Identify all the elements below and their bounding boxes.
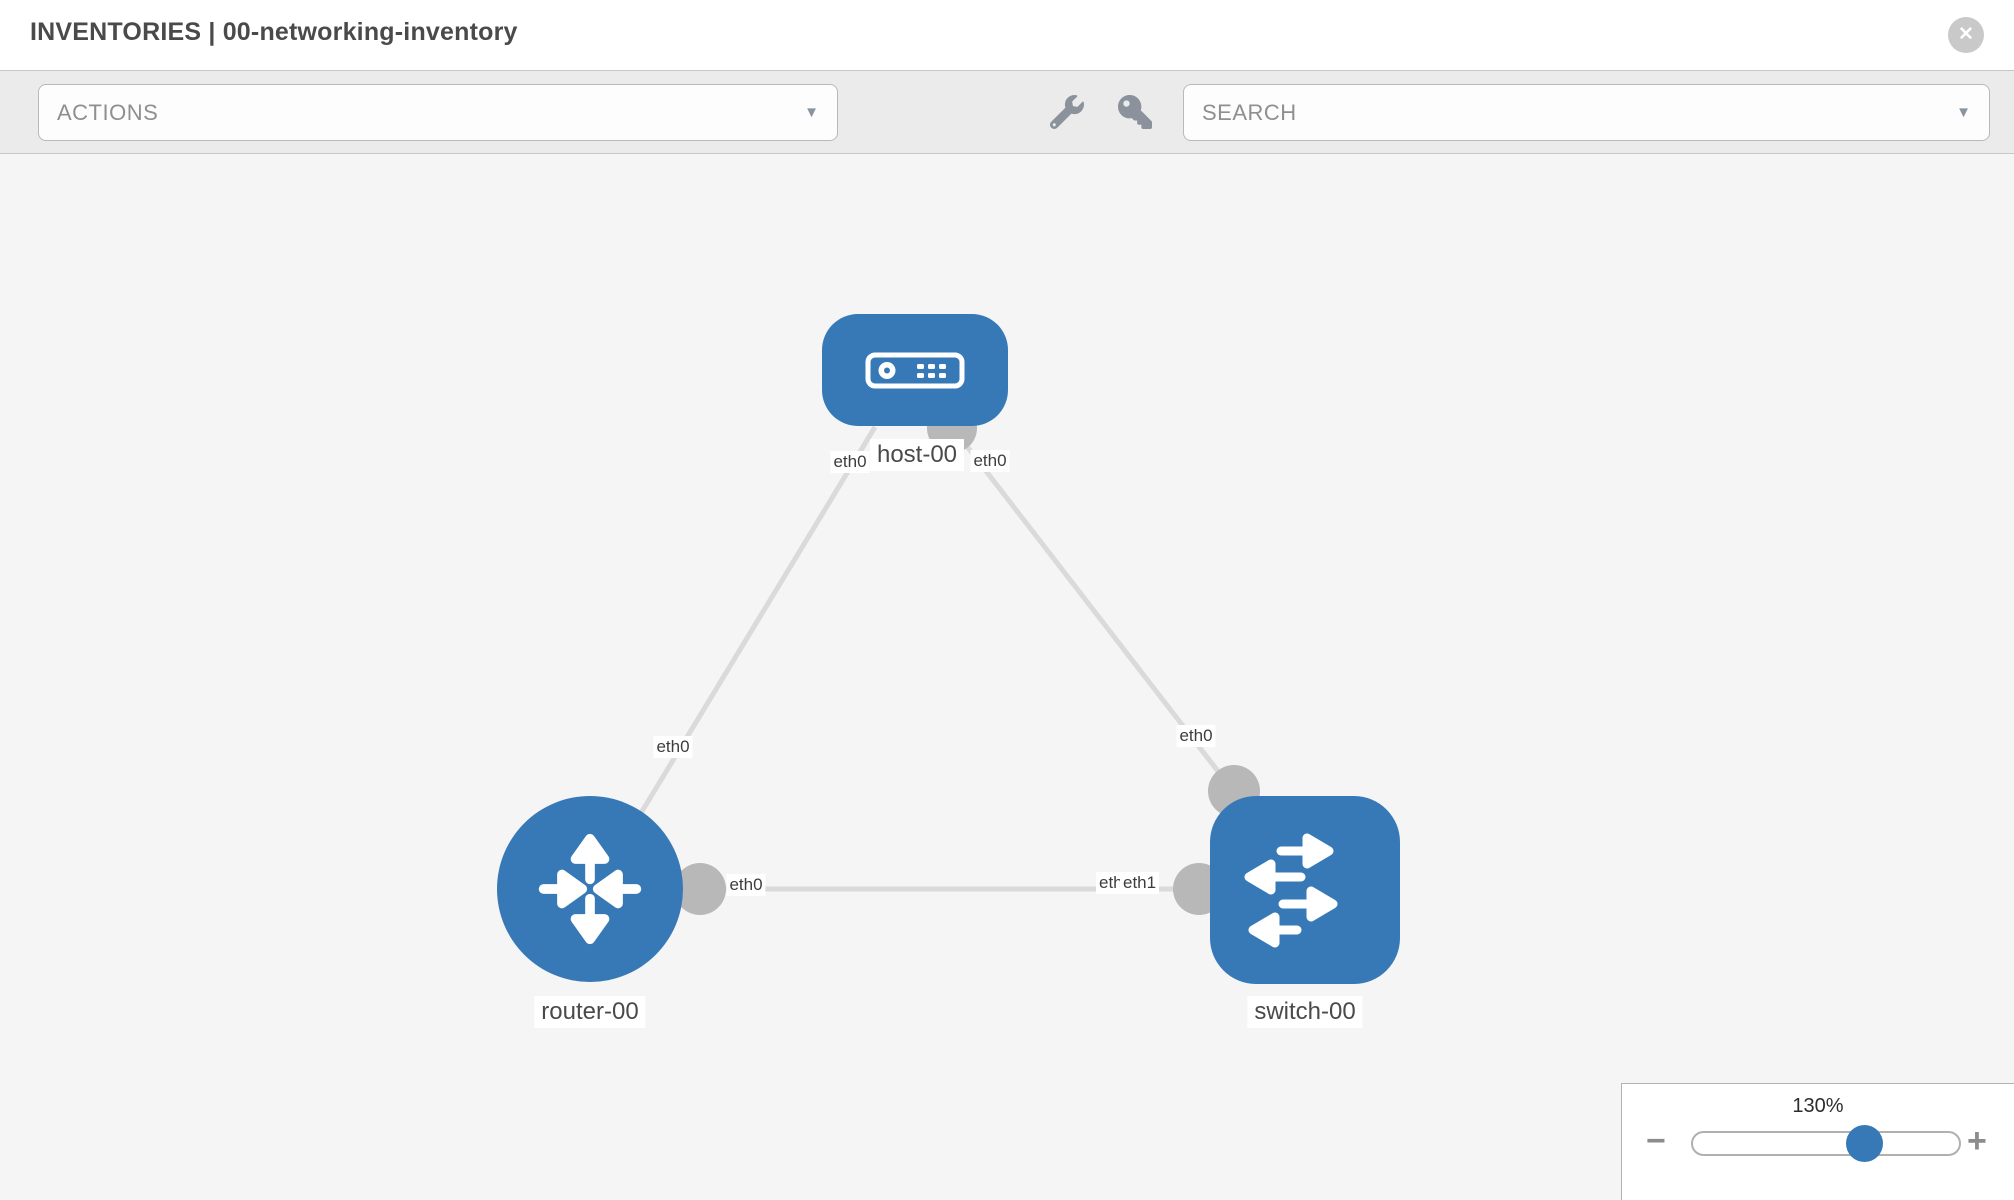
node-host-00[interactable] xyxy=(822,314,1008,426)
zoom-in-button[interactable]: + xyxy=(1967,1122,1987,1160)
interface-label-host-to-router: eth0 xyxy=(830,451,870,473)
zoom-level-value: 130% xyxy=(1792,1095,1844,1117)
router-icon xyxy=(538,833,642,945)
topology-canvas[interactable]: host-00 router-00 switch-00 eth0 eth0 et… xyxy=(0,154,2014,1200)
interface-label-switch-stacked-over: eth1 xyxy=(1120,872,1160,894)
close-icon[interactable]: ✕ xyxy=(1948,17,1984,53)
toolbar: ACTIONS ▼ SEARCH ▼ xyxy=(0,71,2014,154)
interface-label-host-to-switch: eth0 xyxy=(970,450,1010,472)
node-label-host: host-00 xyxy=(869,439,965,471)
chevron-down-icon: ▼ xyxy=(1956,104,1971,121)
page-title: INVENTORIES | 00-networking-inventory xyxy=(30,18,518,46)
node-router-00[interactable] xyxy=(497,796,683,982)
wrench-icon[interactable] xyxy=(1049,95,1084,130)
switch-icon xyxy=(1244,833,1338,948)
search-dropdown[interactable]: SEARCH ▼ xyxy=(1183,84,1990,141)
topology-links-layer xyxy=(638,403,1260,915)
header-bar: INVENTORIES | 00-networking-inventory ✕ xyxy=(0,0,2014,71)
zoom-slider-thumb[interactable] xyxy=(1846,1125,1883,1162)
zoom-panel: 130% − + xyxy=(1621,1083,2014,1200)
zoom-out-button[interactable]: − xyxy=(1646,1122,1666,1160)
interface-dot-router xyxy=(674,863,726,915)
zoom-slider-track[interactable] xyxy=(1691,1131,1961,1156)
chevron-down-icon: ▼ xyxy=(804,104,819,121)
interface-label-router-to-host: eth0 xyxy=(653,736,693,758)
host-icon xyxy=(865,352,965,388)
node-label-router: router-00 xyxy=(534,996,646,1028)
node-label-switch: switch-00 xyxy=(1247,996,1363,1028)
actions-dropdown[interactable]: ACTIONS ▼ xyxy=(38,84,838,141)
actions-dropdown-value: ACTIONS xyxy=(57,99,159,125)
search-dropdown-value: SEARCH xyxy=(1202,99,1297,125)
node-switch-00[interactable] xyxy=(1210,796,1400,984)
interface-label-router-to-switch: eth0 xyxy=(726,874,766,896)
key-icon[interactable] xyxy=(1118,95,1152,129)
interface-label-switch-to-host: eth0 xyxy=(1176,725,1216,747)
